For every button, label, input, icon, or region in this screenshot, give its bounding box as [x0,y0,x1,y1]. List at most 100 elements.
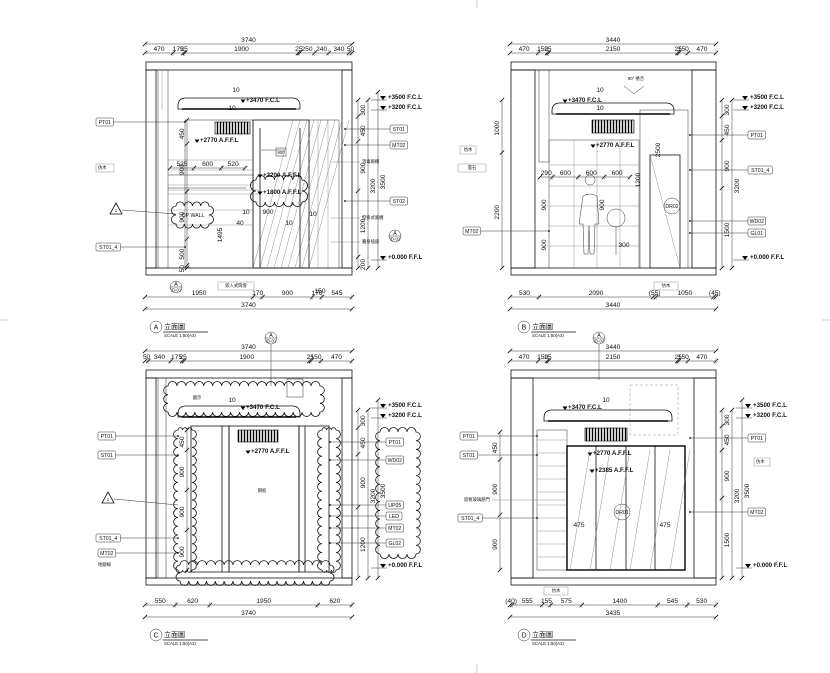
tag-right-0: ST01 [344,124,408,134]
dimension-value: 600 [586,170,597,177]
callout-ref: ID-03 [594,339,605,344]
total-dimension: 3440 [606,302,621,309]
right-wall-section [341,69,353,269]
line [375,397,381,403]
tag-left-0: MT02 [462,226,550,236]
tag-text: PT01 [99,120,112,126]
line [507,41,513,47]
level-floor: +0.000 F.F.L [733,254,784,261]
leader-dot [177,435,179,437]
level-ceiling-top: +3500 F.C.L [371,94,422,101]
top-total-dimension: 3740 [142,37,355,47]
leader-dot [329,441,331,443]
right-total-dimension: 3200 [365,407,377,581]
inner-level-marker: +1800 A.F.F.L [257,189,302,196]
tag-right-2: WD02 [689,216,766,226]
leader-dot [548,230,550,232]
dimension-value: 900 [360,162,367,173]
level-triangle [380,564,386,568]
level-triangle [742,106,748,110]
scale-text: SCALE 1:50(A3) [532,333,564,338]
line [507,358,513,364]
dimension-value: 530 [696,598,707,605]
dimension-value: 600 [202,161,213,168]
dimension-value: 25 [307,354,315,361]
inner-level-text: +2770 A.F.F.L [251,448,290,455]
human-figure [578,174,600,255]
line [739,575,745,581]
dimension-value: 900 [492,539,499,550]
line [719,185,725,191]
dimension-value: (55) [649,290,661,297]
leader-dot [329,527,331,529]
tile-wall [548,139,640,269]
title-marker-letter: A [154,324,159,331]
total-dimension: 3440 [606,344,621,351]
inner-level-text: +2770 A.F.F.L [200,137,239,144]
dimension-value: 520 [228,161,239,168]
right-total-dimension: 3500 [375,397,387,581]
dimension-value: 300 [724,104,731,115]
callout-ref: ID-02 [390,237,401,242]
leader-dot [689,134,691,136]
note-box [459,145,477,155]
tag-right-0: PT01 [329,437,404,447]
line [349,306,355,312]
title-marker-letter: D [521,632,526,639]
level-text: +0.000 F.F.L [753,562,787,569]
title-marker-circle [517,320,531,334]
line [497,457,503,463]
revision-cloud-left [173,427,197,573]
line [365,575,371,581]
note-text: 仿木 [552,587,561,594]
dimension-value: 1000 [494,121,501,136]
inner-level-marker: +2770 A.F.F.L [587,450,632,457]
line [507,306,513,312]
note-box [457,163,487,173]
dimension-value: 575 [561,598,572,605]
level-triangle [562,406,568,410]
inner-dimension: 900 [262,209,273,216]
title-text: 立面圖 [532,322,553,331]
line [507,602,513,608]
dimension-value: 150 [678,46,689,53]
dimension-value: 500 [179,248,186,259]
inner-dimension: 2500 [655,142,662,157]
right-wall-section [691,69,717,269]
level-text: +3200 F.C.L [753,412,787,419]
tag-left-0: PT01 [459,431,538,441]
inner-dimension: 900 [541,239,548,250]
line [713,306,719,312]
hatched-duct [286,378,304,398]
dimension-value: 530 [519,290,530,297]
leader-dot [689,437,691,439]
level-triangle [245,450,251,454]
callout-ref: ID-01 [266,339,277,344]
line [375,575,381,581]
dimension-value: 200 [360,259,367,270]
right-wall-section [693,377,717,579]
dimension-value: 1500 [724,532,731,547]
line [301,119,343,269]
level-ceiling: +3200 F.C.L [371,104,422,111]
line [349,614,355,620]
dimension-value: 525 [176,161,187,168]
corner-mark [623,85,645,95]
revision-number: 1 [107,497,110,502]
left-wall-section [145,377,157,579]
tag-text: ST01_4 [99,245,117,251]
tag-text: MT02 [100,551,113,557]
level-ceiling-top: +3500 F.C.L [736,402,787,409]
ceiling-slab [510,61,717,71]
tag-text: PT01 [389,440,402,446]
line [184,567,190,573]
ceiling-cove [177,405,301,418]
leader-dot [344,128,346,130]
dimension-value: 600 [560,170,571,177]
dimension-value: 300 [360,104,367,115]
plant-symbol [606,208,626,228]
